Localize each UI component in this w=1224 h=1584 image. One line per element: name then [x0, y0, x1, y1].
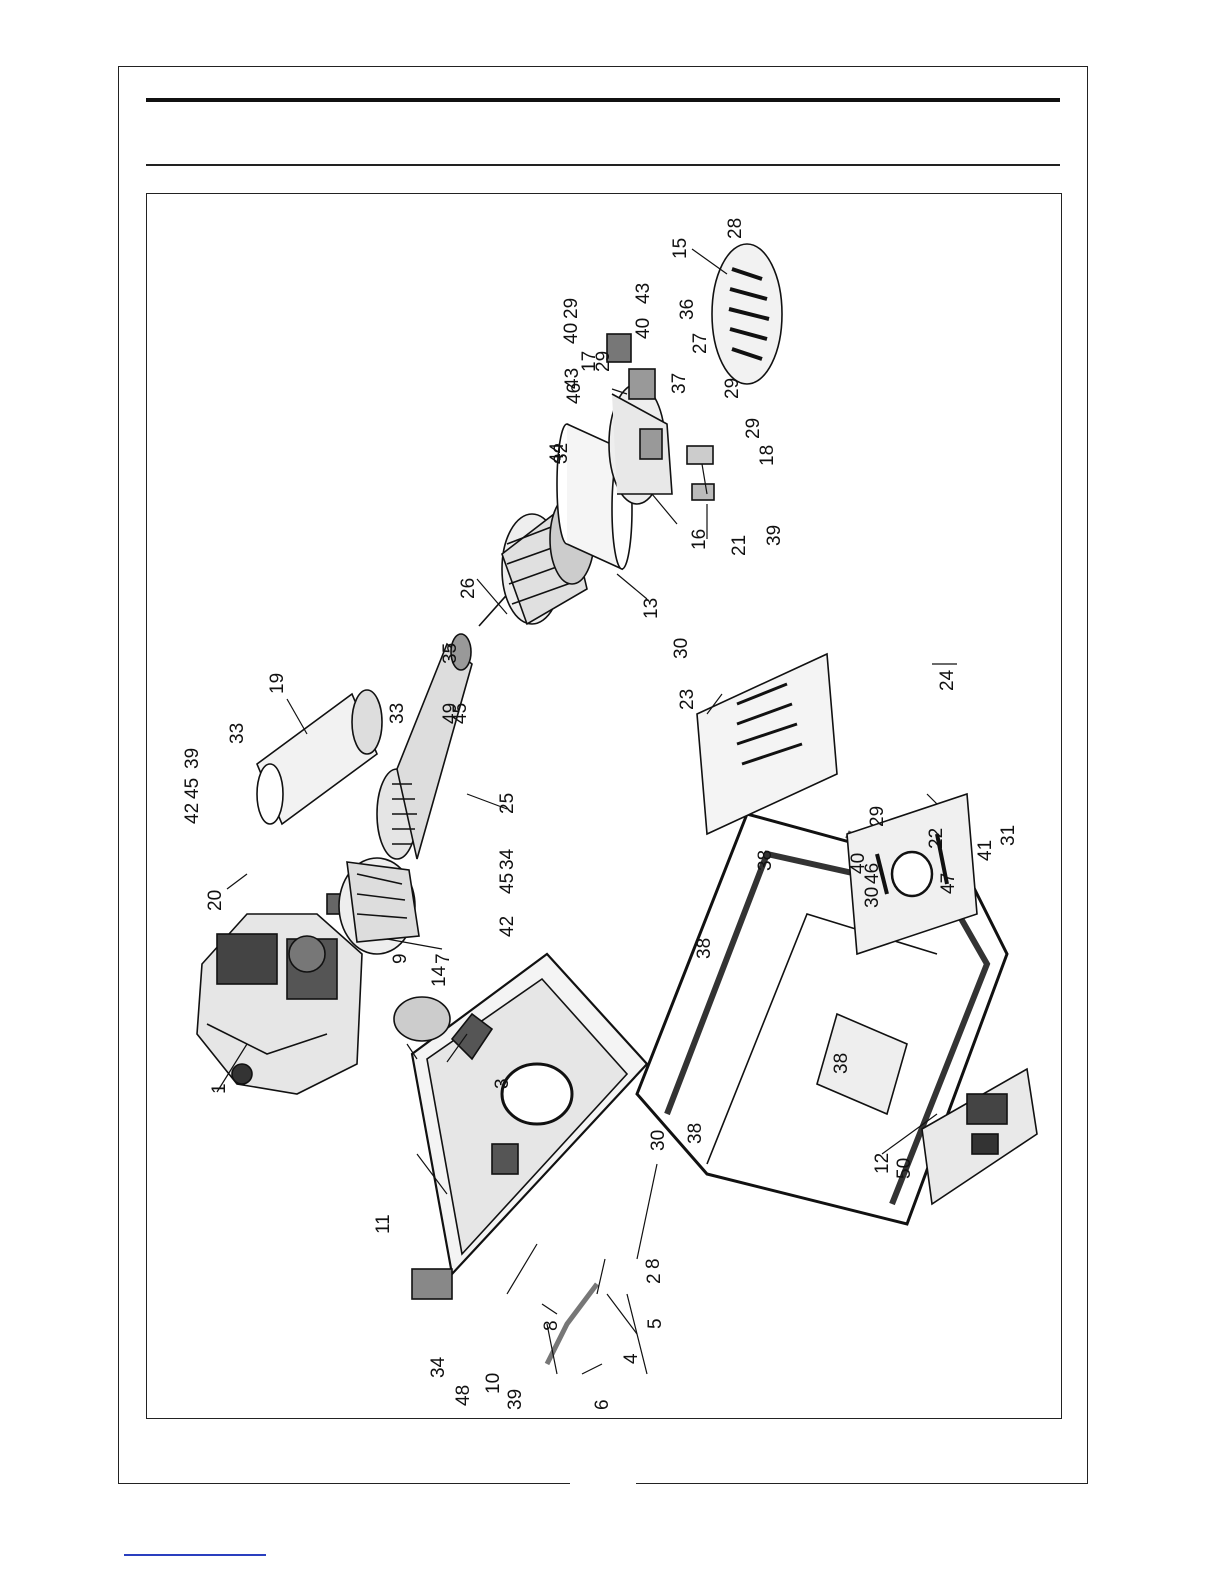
part-label: 23: [677, 689, 698, 710]
part-label: 46: [564, 383, 585, 404]
part-label: 28: [725, 218, 746, 239]
part-label: 16: [689, 529, 710, 550]
part-label: 39: [505, 1389, 526, 1410]
part-label: 42: [497, 916, 518, 937]
part-label: 47: [938, 873, 959, 894]
part-label: 7: [433, 953, 454, 964]
fuel-tank-part: [412, 954, 647, 1274]
exploded-parts-diagram: 1 2 3 4 5 6 7 8 8 9 10 11 12 13 14 15 16…: [146, 193, 1062, 1419]
part-label: 34: [497, 848, 518, 870]
capacitor-part: [692, 484, 714, 500]
leader-lines: [217, 249, 957, 1374]
end-cover-part: [609, 384, 672, 504]
part-label: 44: [547, 442, 568, 464]
part-label: 4: [621, 1353, 642, 1364]
part-label: 38: [685, 1123, 706, 1144]
part-label: 40: [633, 318, 654, 339]
part-label: 30: [671, 638, 692, 659]
part-label: 15: [670, 238, 691, 259]
part-label: 3: [492, 1078, 513, 1089]
page-number-gap: [570, 1477, 636, 1491]
part-label: 29: [867, 806, 888, 827]
part-label: 18: [757, 445, 778, 466]
part-label: 13: [641, 598, 662, 619]
part-label-group: 1 2 3 4 5 6 7 8 8 9 10 11 12 13 14 15 16…: [182, 218, 1019, 1410]
part-label: 33: [387, 703, 408, 724]
part-label: 38: [694, 938, 715, 959]
fuel-gauge-part: [412, 1269, 452, 1299]
part-label: 34: [428, 1356, 449, 1378]
engine-part: [197, 894, 362, 1094]
fuel-cap-part: [394, 997, 450, 1041]
part-label: 39: [764, 525, 785, 546]
part-label: 11: [373, 1214, 394, 1234]
part-label: 29: [561, 298, 582, 319]
side-panel-part: [697, 654, 837, 834]
end-cap-grille-part: [712, 244, 782, 384]
part-label: 20: [205, 890, 226, 911]
part-label: 9: [390, 953, 411, 964]
part-label: 29: [722, 378, 743, 399]
part-label: 48: [453, 1385, 474, 1406]
part-label: 22: [926, 828, 947, 849]
header-rule-bottom: [146, 164, 1060, 166]
regulator-part: [687, 446, 713, 464]
part-label: 45: [497, 873, 518, 894]
part-label: 37: [669, 373, 690, 394]
part-label: 38: [831, 1053, 852, 1074]
part-label: 39: [182, 748, 203, 769]
part-label: 6: [592, 1399, 613, 1410]
part-label: 14: [429, 965, 450, 987]
part-label: 8: [643, 1258, 664, 1269]
part-label: 38: [755, 850, 776, 871]
part-label: 36: [677, 299, 698, 320]
cylinder-cover-part: [257, 690, 382, 824]
part-label: 29: [593, 351, 614, 372]
header-rule-top: [146, 98, 1060, 102]
part-label: 12: [872, 1153, 893, 1174]
part-label: 10: [483, 1373, 504, 1394]
part-label: 33: [227, 723, 248, 744]
part-label: 8: [541, 1320, 562, 1331]
part-label: 30: [648, 1130, 669, 1151]
part-label: 45: [182, 778, 203, 799]
parts-drawing: [197, 244, 1037, 1364]
part-label: 50: [894, 1158, 915, 1179]
part-label: 29: [743, 418, 764, 439]
part-label: 46: [862, 863, 883, 884]
footer-link-underline[interactable]: [124, 1554, 266, 1556]
part-label: 19: [267, 673, 288, 694]
part-label: 40: [561, 323, 582, 344]
part-label: 49: [440, 703, 461, 724]
rotor-part: [377, 634, 472, 859]
part-label: 30: [862, 887, 883, 908]
part-label: 26: [458, 578, 479, 599]
part-label: 31: [998, 825, 1019, 846]
part-label: 27: [690, 333, 711, 354]
part-label: 5: [645, 1318, 666, 1329]
part-label: 1: [209, 1083, 230, 1094]
fan-housing-part: [339, 858, 419, 954]
brush-holder-part: [629, 369, 655, 399]
part-label: 42: [182, 803, 203, 824]
part-label: 43: [633, 283, 654, 304]
part-label: 25: [497, 793, 518, 814]
part-label: 2: [644, 1273, 665, 1284]
diagram-svg: 1 2 3 4 5 6 7 8 8 9 10 11 12 13 14 15 16…: [147, 194, 1063, 1420]
part-label: 35: [440, 643, 461, 664]
part-label: 41: [975, 840, 996, 861]
part-label: 24: [937, 669, 958, 691]
part-label: 21: [729, 535, 750, 556]
